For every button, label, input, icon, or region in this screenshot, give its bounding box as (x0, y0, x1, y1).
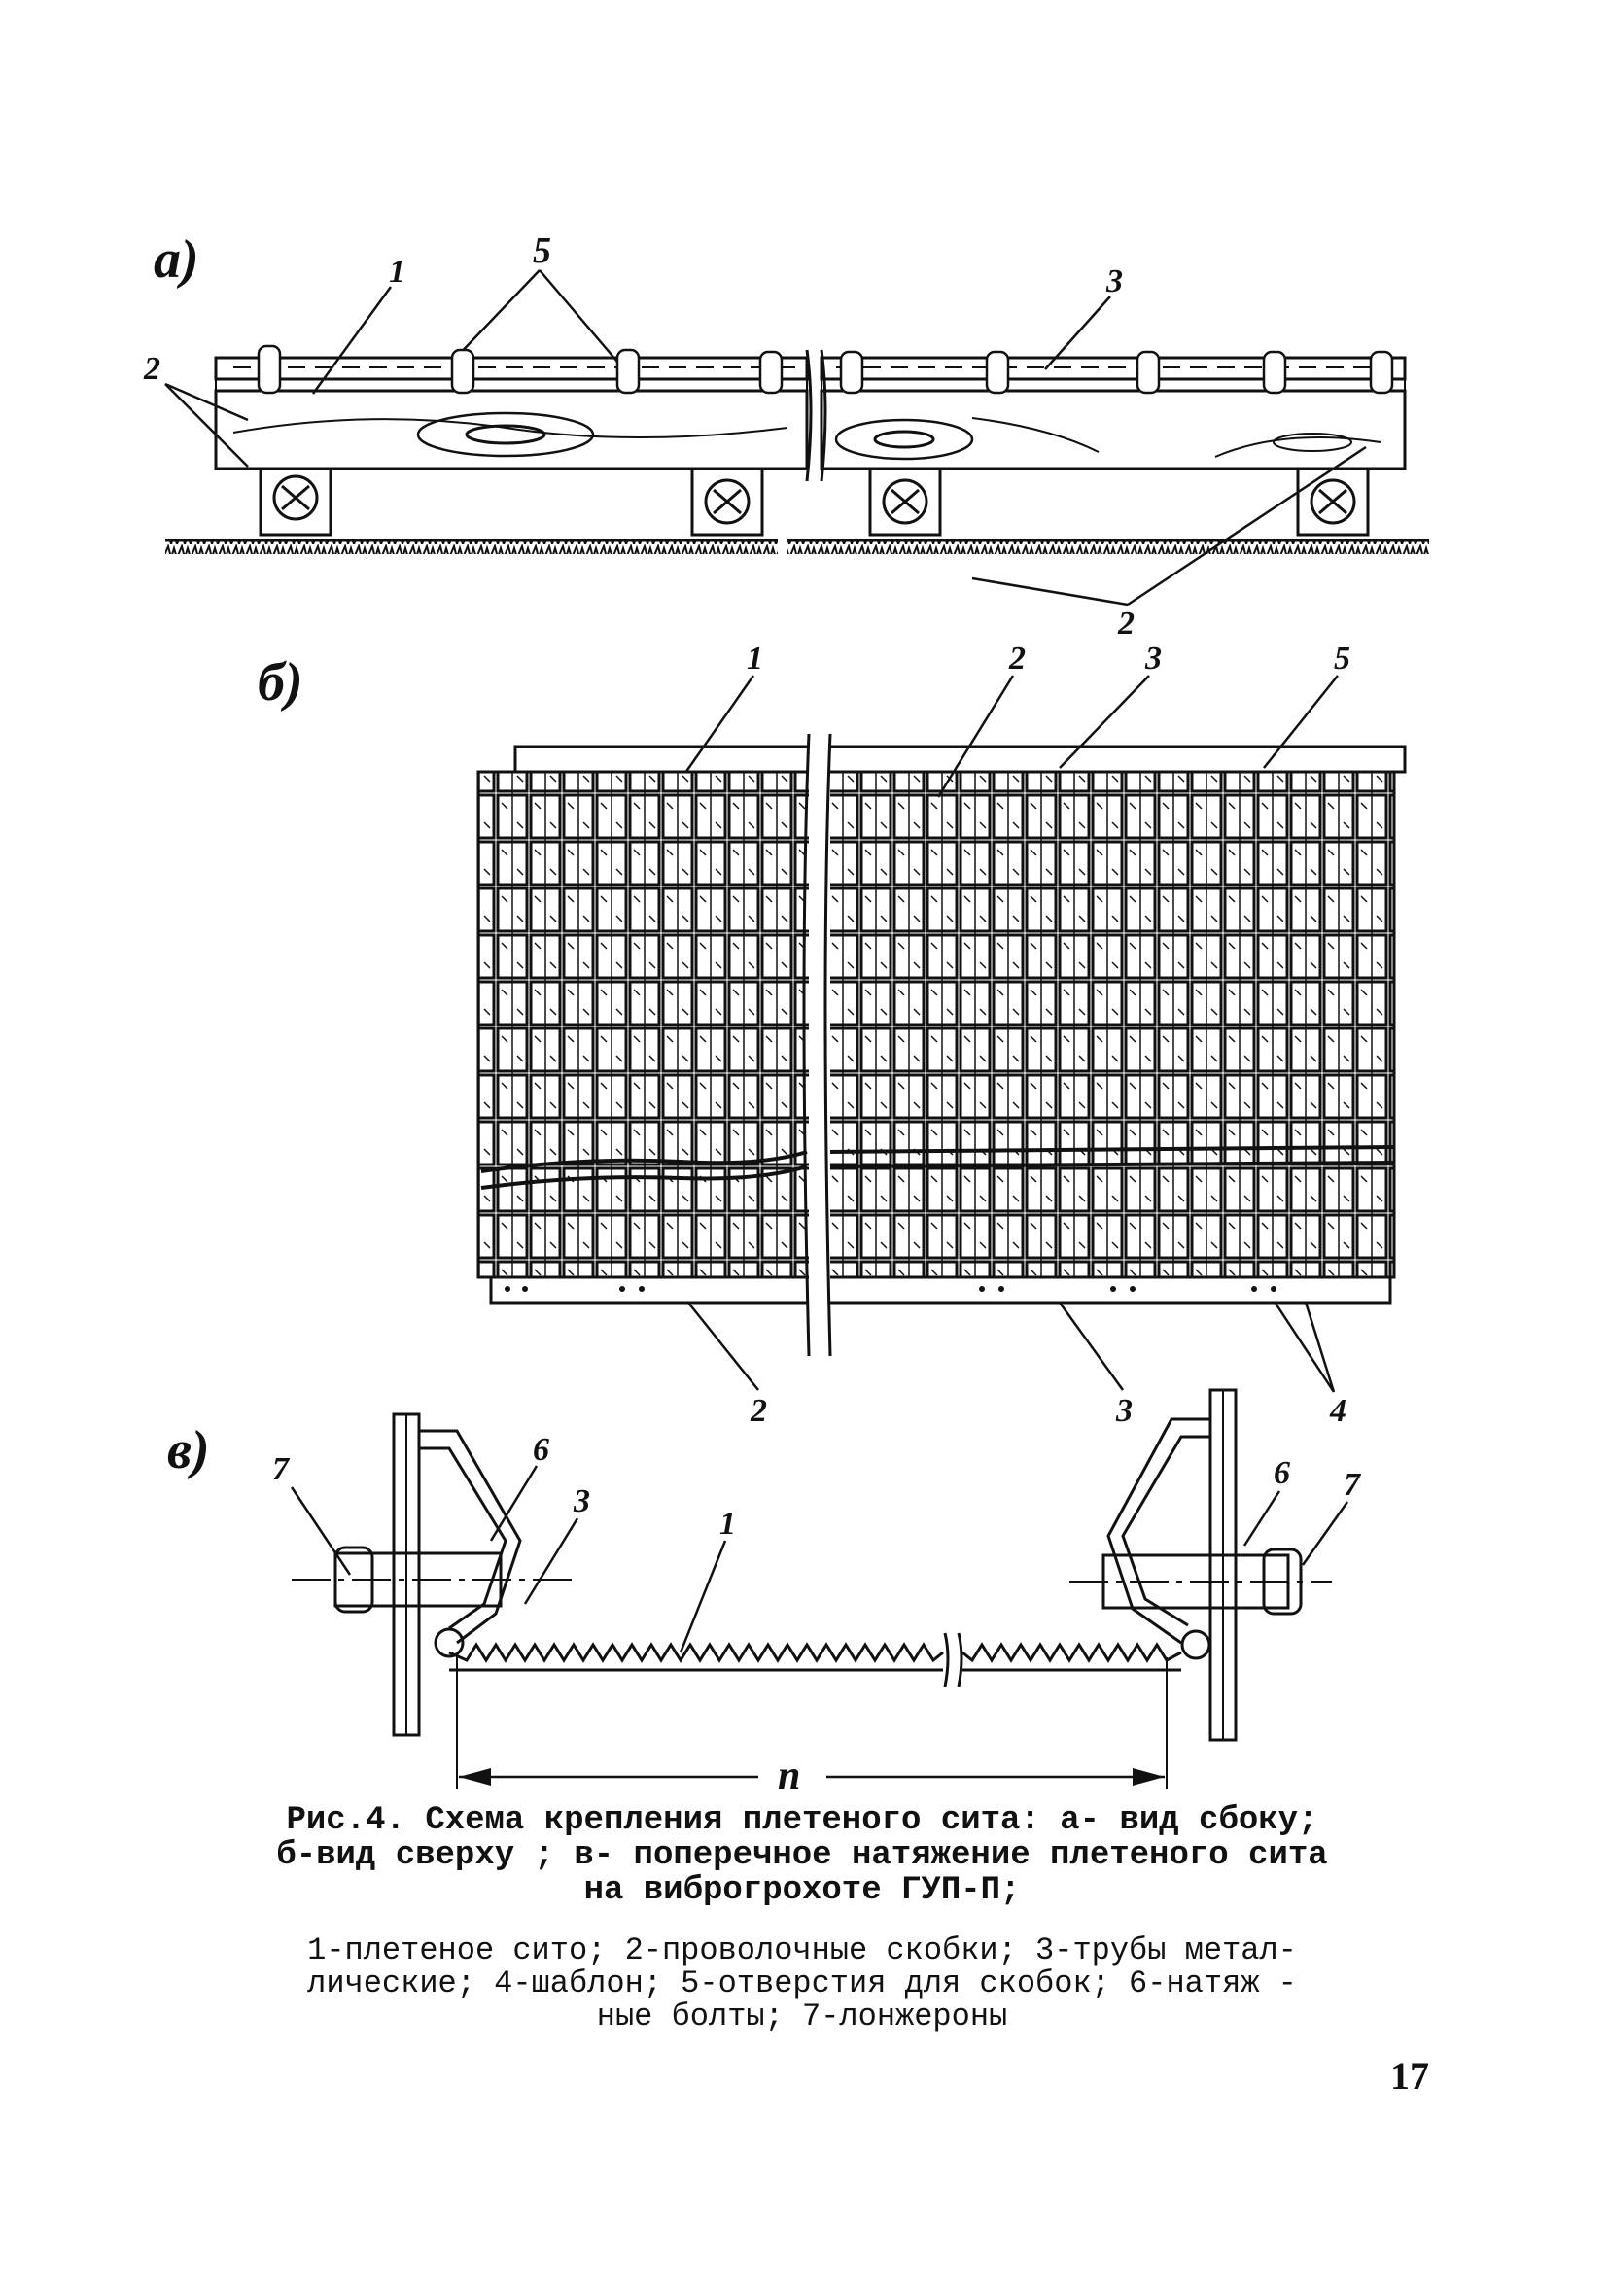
callout-c-6-right: 6 (1274, 1455, 1290, 1491)
callout-b-5: 5 (1334, 641, 1350, 677)
figure-caption: Рис.4. Схема крепления плетеного сита: а… (156, 1803, 1449, 1908)
callout-b-2-top: 2 (1008, 641, 1026, 677)
callout-a-2-left: 2 (143, 351, 160, 387)
callout-a-3: 3 (1105, 263, 1123, 299)
callout-c-3: 3 (573, 1483, 590, 1519)
caption-line-3: на виброгрохоте ГУП-П; (583, 1872, 1021, 1909)
callout-b-4: 4 (1329, 1393, 1346, 1429)
panel-a-label: а) (154, 229, 199, 290)
page-number: 17 (1390, 2054, 1429, 2098)
callout-c-7-right: 7 (1344, 1467, 1362, 1503)
panel-c-label: в) (167, 1420, 210, 1480)
figure-legend: 1-плетеное сито; 2-проволочные скобки; 3… (156, 1934, 1449, 2034)
callout-c-1: 1 (719, 1506, 736, 1542)
dimension-label: п (778, 1754, 800, 1798)
legend-line-1: 1-плетеное сито; 2-проволочные скобки; 3… (307, 1932, 1297, 1968)
legend-line-2: лические; 4-шаблон; 5-отверстия для скоб… (307, 1966, 1297, 2001)
panel-b-label: б) (258, 652, 303, 713)
panel-a-side-view: а) 1 5 3 2 2 (143, 229, 1429, 642)
legend-line-3: ные болты; 7-лонжероны (596, 1999, 1008, 2035)
callout-a-5: 5 (533, 230, 551, 271)
callout-b-1: 1 (747, 641, 763, 677)
figure-4-diagram: а) 1 5 3 2 2 (143, 229, 1429, 1798)
panel-c-cross-section: в) 7 6 3 1 6 7 п (167, 1388, 1362, 1798)
panel-b-top-view: б) 1 2 3 5 2 3 4 (258, 641, 1407, 1429)
callout-c-6-left: 6 (533, 1432, 549, 1468)
callout-b-3-top: 3 (1144, 641, 1162, 677)
callout-a-2-bottom: 2 (1117, 606, 1135, 642)
caption-line-2: б-вид сверху ; в- поперечное натяжение п… (276, 1837, 1328, 1874)
callout-c-7-left: 7 (272, 1451, 291, 1487)
callout-b-3-bottom: 3 (1115, 1393, 1133, 1429)
callout-a-1: 1 (389, 254, 405, 290)
caption-line-1: Рис.4. Схема крепления плетеного сита: а… (286, 1802, 1318, 1839)
callout-b-2-bottom: 2 (750, 1393, 767, 1429)
